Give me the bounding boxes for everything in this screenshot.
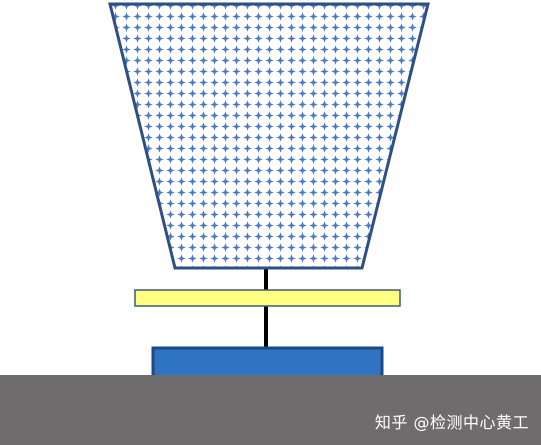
- blue-base-block: [151, 346, 384, 379]
- yellow-plate: [134, 289, 401, 307]
- ground-surface: [0, 375, 541, 445]
- watermark-text: 知乎 @检测中心黄工: [374, 413, 529, 432]
- hopper-trapezoid: [108, 2, 430, 270]
